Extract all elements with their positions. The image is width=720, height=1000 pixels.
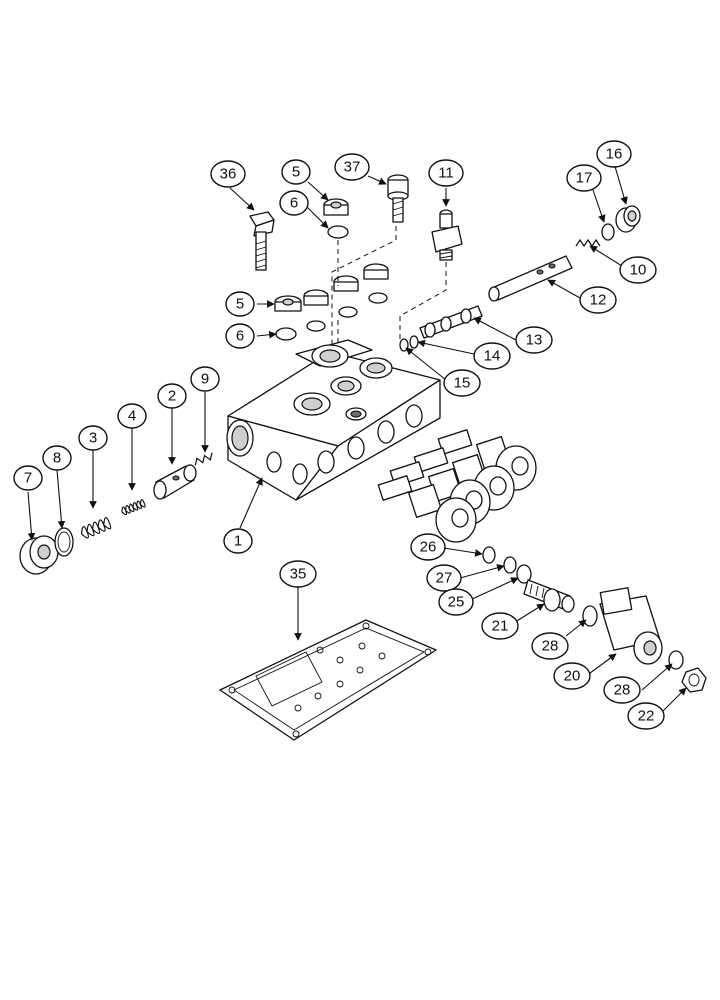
callout-7: 7 bbox=[13, 465, 43, 491]
callout-label: 4 bbox=[128, 408, 136, 425]
callout-label: 6 bbox=[290, 195, 298, 212]
ring-27 bbox=[503, 556, 517, 574]
callout-label: 11 bbox=[438, 165, 454, 182]
screw-37 bbox=[387, 174, 409, 223]
callout-label: 3 bbox=[89, 430, 97, 447]
callout-label: 35 bbox=[290, 566, 307, 583]
callout-9: 9 bbox=[190, 366, 220, 392]
ring-14 bbox=[409, 335, 419, 349]
callout-37: 37 bbox=[334, 153, 370, 181]
o-ring-17 bbox=[601, 223, 615, 241]
nut-22 bbox=[681, 667, 707, 693]
callout-14: 14 bbox=[473, 342, 511, 370]
ring-25 bbox=[516, 564, 532, 584]
callout-label: 7 bbox=[24, 470, 32, 487]
callout-5-upper: 5 bbox=[281, 159, 311, 185]
callout-13: 13 bbox=[515, 326, 553, 354]
callout-label: 27 bbox=[436, 570, 453, 587]
plug-16 bbox=[615, 205, 641, 233]
callout-label: 2 bbox=[168, 388, 176, 405]
callout-label: 36 bbox=[220, 166, 237, 183]
sender-11 bbox=[431, 209, 463, 261]
callout-12: 12 bbox=[579, 286, 617, 314]
callout-21: 21 bbox=[481, 612, 519, 640]
callout-label: 37 bbox=[344, 159, 361, 176]
leader-lines bbox=[27, 162, 687, 715]
callout-label: 16 bbox=[606, 146, 623, 163]
assembly-lines bbox=[331, 226, 447, 344]
callout-label: 28 bbox=[614, 682, 631, 699]
spool-13 bbox=[419, 305, 483, 339]
coil-20 bbox=[599, 587, 663, 665]
callout-1: 1 bbox=[223, 528, 253, 554]
callout-6-upper: 6 bbox=[279, 190, 309, 216]
ring-28-a bbox=[582, 605, 598, 627]
plug-5-upper bbox=[323, 198, 349, 216]
callout-26: 26 bbox=[410, 533, 446, 561]
callout-10: 10 bbox=[619, 256, 657, 284]
body-front-ports bbox=[266, 404, 423, 485]
callout-28-b: 28 bbox=[603, 676, 641, 704]
callout-label: 21 bbox=[492, 618, 509, 635]
callout-27: 27 bbox=[426, 564, 462, 592]
callout-25: 25 bbox=[438, 588, 474, 616]
plug-7 bbox=[19, 535, 59, 575]
callout-2: 2 bbox=[157, 383, 187, 409]
callout-label: 22 bbox=[638, 708, 655, 725]
callout-label: 25 bbox=[448, 594, 465, 611]
spring-4 bbox=[121, 498, 146, 516]
callout-label: 13 bbox=[526, 332, 543, 349]
callout-label: 12 bbox=[590, 292, 607, 309]
callout-label: 17 bbox=[576, 170, 593, 187]
callout-22: 22 bbox=[627, 702, 665, 730]
callout-36: 36 bbox=[210, 160, 246, 188]
callout-8: 8 bbox=[42, 445, 72, 471]
ring-28-b bbox=[668, 650, 684, 670]
spring-9 bbox=[194, 452, 213, 466]
plug-row bbox=[303, 263, 389, 332]
ring-26 bbox=[482, 546, 496, 564]
spring-3 bbox=[80, 517, 112, 539]
callout-label: 20 bbox=[564, 668, 581, 685]
gasket-35 bbox=[219, 619, 437, 741]
valve-body bbox=[226, 339, 441, 501]
spool-2 bbox=[153, 464, 197, 500]
callout-label: 10 bbox=[630, 262, 647, 279]
o-ring-8 bbox=[54, 527, 74, 557]
callout-label: 5 bbox=[292, 164, 300, 181]
callout-15: 15 bbox=[443, 369, 481, 397]
callout-3: 3 bbox=[78, 425, 108, 451]
callout-label: 5 bbox=[236, 296, 244, 313]
plug-5-lower bbox=[274, 295, 302, 312]
callout-label: 15 bbox=[454, 375, 471, 392]
callout-label: 8 bbox=[53, 450, 61, 467]
callout-17: 17 bbox=[566, 164, 602, 192]
o-ring-6-upper bbox=[327, 225, 349, 239]
callout-label: 26 bbox=[420, 539, 437, 556]
callout-11: 11 bbox=[428, 159, 464, 187]
callout-label: 1 bbox=[234, 533, 242, 550]
callout-5-lower: 5 bbox=[225, 291, 255, 317]
solenoid-bank bbox=[377, 429, 537, 543]
callout-label: 14 bbox=[484, 348, 501, 365]
callout-label: 9 bbox=[201, 371, 209, 388]
callout-16: 16 bbox=[596, 140, 632, 168]
callout-label: 6 bbox=[236, 328, 244, 345]
cartridge-21 bbox=[523, 579, 575, 613]
callout-20: 20 bbox=[553, 662, 591, 690]
callout-35: 35 bbox=[279, 560, 317, 588]
spring-10 bbox=[575, 238, 601, 248]
o-ring-6-lower bbox=[275, 327, 297, 341]
callout-label: 28 bbox=[542, 638, 559, 655]
bolt-36 bbox=[249, 211, 275, 271]
callout-6-lower: 6 bbox=[225, 323, 255, 349]
callout-28-a: 28 bbox=[531, 632, 569, 660]
sleeve-12 bbox=[488, 255, 573, 302]
callout-4: 4 bbox=[117, 403, 147, 429]
body-top-bosses bbox=[293, 344, 393, 421]
